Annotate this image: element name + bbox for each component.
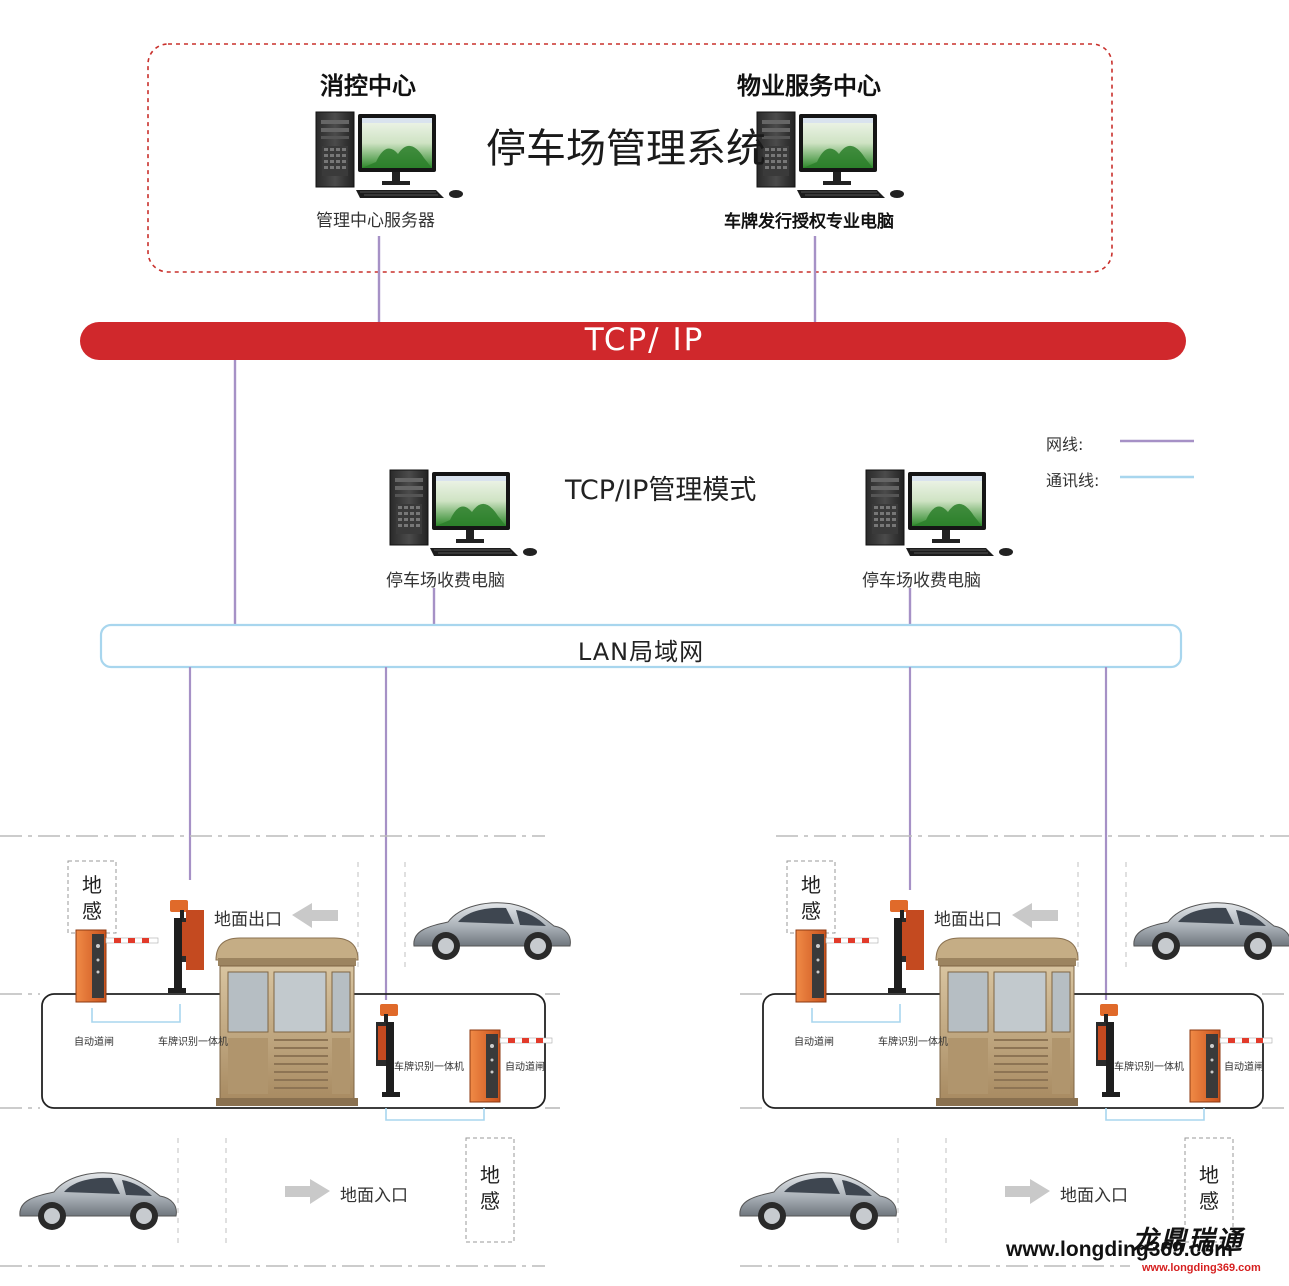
system-title: 停车场管理系统 bbox=[486, 126, 766, 172]
mode-title: TCP/IP管理模式 bbox=[565, 475, 757, 506]
sensor-box bbox=[1184, 1137, 1234, 1243]
car-icon bbox=[19, 1172, 177, 1231]
camera-label: 车牌识别一体机 bbox=[878, 1037, 948, 1048]
sensor-char: 感 bbox=[480, 1189, 500, 1213]
sensor-char: 地 bbox=[1199, 1163, 1219, 1187]
legend-comm-label: 通讯线: bbox=[1046, 471, 1100, 490]
sensor-char: 感 bbox=[82, 899, 102, 923]
arrow-left-icon bbox=[292, 903, 338, 928]
lan-bar bbox=[99, 623, 1183, 669]
barrier-gate-icon bbox=[75, 929, 159, 1003]
tcp-ip-bus bbox=[80, 322, 1186, 360]
camera-label: 车牌识别一体机 bbox=[1114, 1062, 1184, 1073]
auth-pc-label: 车牌发行授权专业电脑 bbox=[724, 212, 894, 232]
gate-label: 自动道闸 bbox=[794, 1037, 834, 1048]
arrow-right-icon bbox=[285, 1179, 330, 1204]
arrow-left-icon bbox=[1012, 903, 1058, 928]
sensor-label: 地 感 bbox=[478, 1162, 502, 1214]
brand-url-small[interactable]: www.longding369.com bbox=[1142, 1262, 1261, 1274]
arrow-right-icon bbox=[1005, 1179, 1050, 1204]
management-zone-border bbox=[147, 43, 1113, 273]
sensor-char: 地 bbox=[480, 1163, 500, 1187]
entry-label: 地面入口 bbox=[340, 1186, 408, 1206]
sensor-box bbox=[465, 1137, 515, 1243]
legend-net-label: 网线: bbox=[1046, 435, 1084, 454]
guard-booth-icon bbox=[215, 937, 359, 1107]
sensor-char: 感 bbox=[801, 899, 821, 923]
lpr-camera-icon bbox=[376, 1004, 400, 1097]
camera-label: 车牌识别一体机 bbox=[394, 1062, 464, 1073]
toll-pc-label: 停车场收费电脑 bbox=[862, 571, 981, 591]
car-icon bbox=[739, 1172, 897, 1231]
server-label: 管理中心服务器 bbox=[316, 211, 435, 231]
gate-label: 自动道闸 bbox=[1224, 1062, 1264, 1073]
entry-label: 地面入口 bbox=[1060, 1186, 1128, 1206]
lpr-display bbox=[186, 910, 204, 970]
lan-label: LAN局域网 bbox=[577, 638, 705, 666]
camera-label: 车牌识别一体机 bbox=[158, 1037, 228, 1048]
car-icon bbox=[1133, 902, 1289, 961]
lpr-display bbox=[906, 910, 924, 970]
bus-label: TCP/ IP bbox=[584, 322, 705, 358]
lpr-camera-icon bbox=[1096, 1004, 1120, 1097]
comm-line bbox=[91, 1004, 181, 1023]
comm-line bbox=[385, 1108, 485, 1121]
brand-logo: 龙鼎瑞通 bbox=[1132, 1226, 1245, 1256]
left-center-title: 消控中心 bbox=[320, 72, 416, 100]
exit-label: 地面出口 bbox=[214, 910, 282, 930]
sensor-label: 地 感 bbox=[80, 872, 104, 924]
computer-icon bbox=[865, 469, 1014, 557]
sensor-char: 地 bbox=[82, 873, 102, 897]
comm-line bbox=[1105, 1108, 1205, 1121]
sensor-char: 地 bbox=[801, 873, 821, 897]
computer-icon bbox=[315, 111, 464, 199]
brand-url[interactable]: www.longding369.com bbox=[1006, 1238, 1233, 1261]
sensor-label: 地 感 bbox=[799, 872, 823, 924]
right-center-title: 物业服务中心 bbox=[737, 72, 881, 100]
barrier-gate-icon bbox=[795, 929, 879, 1003]
guard-booth-icon bbox=[935, 937, 1079, 1107]
computer-icon bbox=[389, 469, 538, 557]
sensor-char: 感 bbox=[1199, 1189, 1219, 1213]
car-icon bbox=[413, 902, 571, 961]
computer-icon bbox=[756, 111, 905, 199]
exit-label: 地面出口 bbox=[934, 910, 1002, 930]
sensor-label: 地 感 bbox=[1197, 1162, 1221, 1214]
gate-label: 自动道闸 bbox=[505, 1062, 545, 1073]
gate-label: 自动道闸 bbox=[74, 1037, 114, 1048]
toll-pc-label: 停车场收费电脑 bbox=[386, 571, 505, 591]
comm-line bbox=[811, 1004, 901, 1023]
